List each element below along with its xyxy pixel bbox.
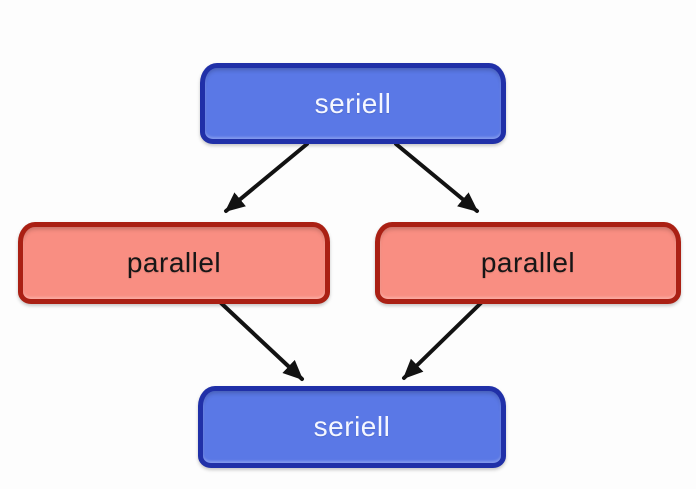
node-seriell-bottom-label: seriell xyxy=(313,411,391,442)
arrow-parallel-left-to-seriell-bottom xyxy=(219,301,304,381)
node-parallel-right-label: parallel xyxy=(480,247,576,278)
arrow-parallel-right-to-seriell-bottom xyxy=(402,300,484,380)
node-seriell-bottom: seriell xyxy=(198,386,506,468)
arrow-seriell-top-to-parallel-right xyxy=(394,142,479,213)
node-seriell-top: seriell xyxy=(200,63,506,144)
node-parallel-right: parallel xyxy=(375,222,681,304)
node-parallel-left-label: parallel xyxy=(126,247,222,278)
node-parallel-left: parallel xyxy=(18,222,330,304)
arrow-seriell-top-to-parallel-left xyxy=(224,142,309,213)
node-seriell-top-label: seriell xyxy=(314,87,392,119)
